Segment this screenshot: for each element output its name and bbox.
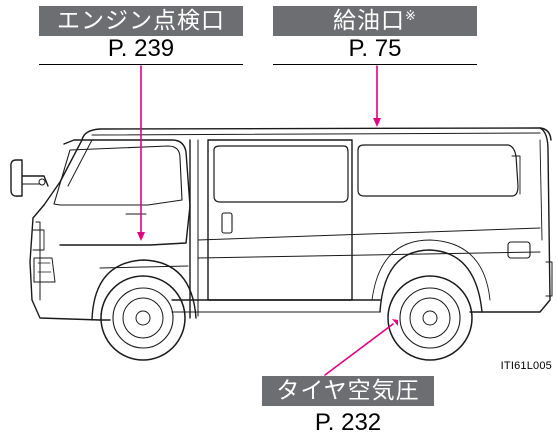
callout-label-engine-inspection: エンジン点検口 [39, 6, 243, 36]
figure-id: ITI61L005 [500, 360, 552, 372]
engine-callout-underline [39, 64, 243, 65]
fuel-filler-label-text: 給油口 [333, 8, 406, 34]
van-door-handle [221, 212, 233, 234]
van-fuel-lid [507, 241, 531, 259]
van-front-wheel [100, 275, 186, 361]
van-front-door [59, 139, 191, 246]
van-front-window [53, 145, 183, 206]
engine-inspection-label-text: エンジン点検口 [57, 8, 225, 34]
van-front-wheel-arch [91, 259, 197, 321]
callout-label-tire-pressure: タイヤ空気圧 [262, 376, 434, 406]
van-rear-wheel [387, 275, 473, 361]
van-rear-wheel-arch [379, 249, 483, 313]
engine-inspection-page-ref[interactable]: P. 239 [107, 35, 175, 62]
fuel-callout-underline [273, 64, 477, 65]
van-roof [81, 127, 552, 141]
tire-leader-arrow [392, 319, 398, 326]
callout-label-fuel-filler: 給油口※ [273, 6, 477, 36]
tire-pressure-label-text: タイヤ空気圧 [276, 378, 420, 404]
tire-pressure-page-ref[interactable]: P. 232 [314, 409, 382, 436]
van-middle-window [213, 145, 349, 203]
van-rear [469, 127, 551, 313]
van-headlight [33, 257, 56, 283]
note-mark: ※ [405, 9, 417, 24]
van-front [29, 204, 101, 321]
engine-leader-arrow [137, 232, 145, 241]
fuel-filler-page-ref[interactable]: P. 75 [348, 35, 402, 62]
van-rear-window [357, 144, 519, 197]
fuel-leader-arrow [373, 118, 381, 127]
tire-leader-line [324, 323, 394, 376]
van-sliding-door [207, 139, 353, 301]
van-mirror [10, 159, 23, 197]
